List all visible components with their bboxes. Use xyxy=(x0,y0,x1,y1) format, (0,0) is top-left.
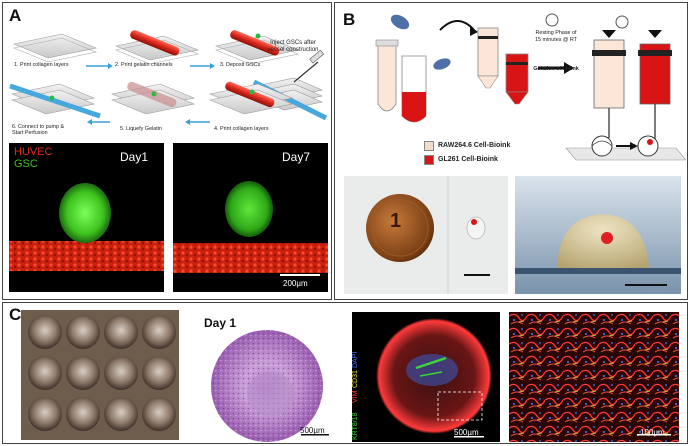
syringe-raw xyxy=(477,27,499,89)
day1-fluorescence-image xyxy=(9,183,164,271)
day1-micrograph xyxy=(9,143,164,292)
day7-micrograph xyxy=(173,143,328,292)
step-3-caption: 3. Deposit GSCs xyxy=(220,62,261,68)
step1-collagen-sheets xyxy=(12,33,98,63)
he-day1-label: Day 1 xyxy=(204,316,237,330)
day1-label: Day1 xyxy=(120,150,149,164)
stain-label-krt: KRT8/18 xyxy=(352,412,359,441)
tube-raw-initial xyxy=(375,39,399,112)
he-stain-section xyxy=(197,312,337,442)
he-scale-label: 500µm xyxy=(300,426,325,435)
step-2-caption: 2. Print gelatin channels xyxy=(115,62,173,68)
panel-b-label: B xyxy=(343,10,356,29)
if-stain-image xyxy=(376,318,492,438)
if-zoom-image xyxy=(509,312,679,442)
he-stain-image xyxy=(211,330,329,442)
legend-huvec: HUVEC xyxy=(14,146,53,158)
scale-bar-200um xyxy=(280,274,320,276)
stain-label-vim: VIM xyxy=(352,390,359,403)
stain-label-dapi: DAPI xyxy=(352,351,359,368)
if-zoom-section xyxy=(509,312,679,442)
scale-label-200um: 200µm xyxy=(283,279,308,288)
day7-fluorescence-image xyxy=(173,181,328,273)
step4-collagen-cover xyxy=(208,81,294,115)
if-scale-label: 500µm xyxy=(454,428,479,437)
panel-a-label: A xyxy=(9,6,22,25)
coin-photo xyxy=(344,176,508,294)
legend-raw-label: RAW264.6 Cell-Bioink xyxy=(438,142,511,149)
step-6-caption: 6. Connect to pump & Start Perfusion xyxy=(12,124,65,136)
panel-c-label: C xyxy=(9,305,22,324)
day7-label: Day7 xyxy=(282,150,311,164)
legend-gl261-swatch xyxy=(424,155,434,165)
legend-raw-swatch xyxy=(424,141,434,151)
well-plate-photo xyxy=(21,310,179,440)
bioprinting-workflow-diagram xyxy=(9,30,328,125)
zoom-scale-label: 100µm xyxy=(640,428,665,437)
step-4-caption: 4. Print collagen layers xyxy=(214,126,269,132)
bioink-casting-diagram xyxy=(375,13,686,161)
bead-side-image xyxy=(515,176,681,294)
tube-gl261-initial xyxy=(401,55,427,123)
step3-deposit-gscs xyxy=(214,30,300,65)
panel-c-frame xyxy=(2,302,688,444)
syringe-gl261-press xyxy=(638,30,672,140)
stain-label-cd31: CD31 xyxy=(352,370,359,388)
syringe-raw-press xyxy=(592,30,626,138)
step5-liquefy xyxy=(110,81,196,115)
legend-gl261-label: GL261 Cell-Bioink xyxy=(438,156,498,163)
if-stain-section xyxy=(352,312,500,442)
well-plate-image xyxy=(21,310,179,440)
step-1-caption: 1. Print collagen layers xyxy=(14,62,69,68)
legend-gsc: GSC xyxy=(14,158,38,170)
gelation-note: Gelation of bioink xyxy=(533,66,579,72)
coin-and-bead-image xyxy=(366,176,490,294)
coin-value: 1 xyxy=(390,210,402,232)
syringe-gl261 xyxy=(505,53,529,105)
panel-b-frame xyxy=(334,2,688,300)
step6-perfusion xyxy=(9,83,101,119)
step2-gelatin-channel xyxy=(114,30,200,65)
panel-a-frame xyxy=(2,2,332,300)
inject-caption: Inject GSCs after vessel construction xyxy=(267,40,319,53)
bead-closeup-photo xyxy=(515,176,681,294)
resting-note: Resting Phase of 15 minutes @ RT xyxy=(535,30,577,43)
blue-caps xyxy=(390,14,451,70)
step-5-caption: 5. Liquefy Gelatin xyxy=(120,126,162,132)
